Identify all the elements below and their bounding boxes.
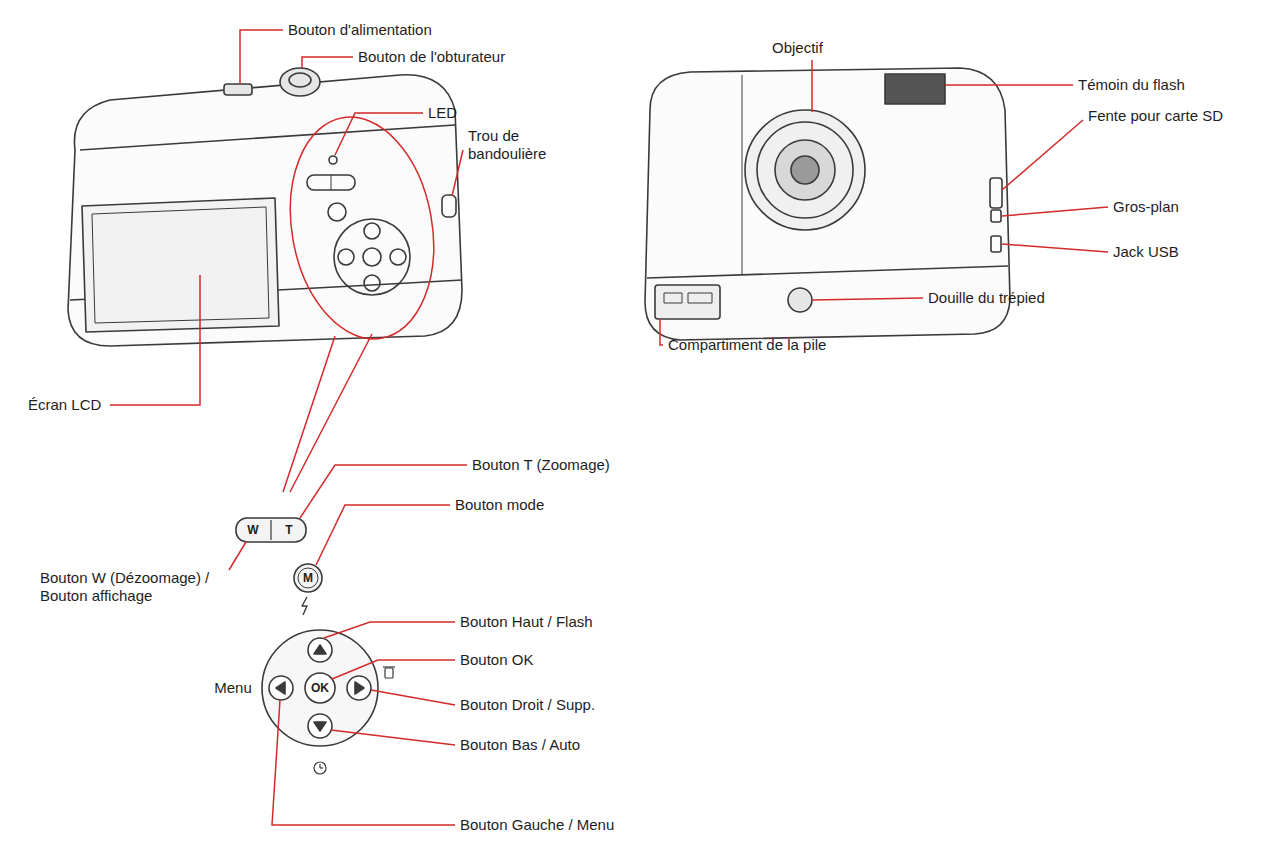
flash-icon <box>302 597 307 615</box>
part-label: LED <box>428 104 457 122</box>
part-label: Menu <box>214 679 252 697</box>
zoom-line <box>290 334 372 492</box>
leader-line <box>1002 244 1108 252</box>
flash-window <box>885 74 945 104</box>
leader-line <box>331 730 455 745</box>
part-label: Bouton Bas / Auto <box>460 736 580 754</box>
part-label: Bouton d'alimentation <box>288 21 432 39</box>
left-button <box>269 676 293 700</box>
camera-bottom-face <box>647 266 1008 278</box>
leader-line <box>316 505 450 565</box>
leader-line <box>812 298 923 300</box>
camera-top-edge <box>80 125 455 150</box>
leader-line <box>302 57 353 68</box>
leader-line <box>660 319 663 345</box>
part-label: Compartiment de la pile <box>668 336 826 354</box>
dpad <box>262 630 378 746</box>
camera-body <box>68 75 462 346</box>
wt-buttons-small <box>307 175 355 190</box>
leader-line <box>811 60 813 112</box>
lcd-inner <box>92 207 269 323</box>
dpad-small <box>334 219 410 295</box>
part-label: Bouton mode <box>455 496 544 514</box>
part-label: Trou de bandoulière <box>468 127 564 163</box>
ok-button <box>305 673 335 703</box>
shutter-button-top <box>289 73 311 87</box>
leader-line <box>324 622 455 638</box>
wt-buttons <box>236 518 306 542</box>
macro-switch <box>991 210 1001 222</box>
strap-hole <box>442 195 456 217</box>
leader-line <box>1002 207 1108 216</box>
part-label: Bouton OK <box>460 651 533 669</box>
part-label: Témoin du flash <box>1078 76 1185 94</box>
part-label: Gros-plan <box>1113 198 1179 216</box>
button-key: W <box>247 523 258 537</box>
part-label: Bouton Haut / Flash <box>460 613 593 631</box>
lcd-screen <box>82 198 279 332</box>
leader-line <box>371 690 455 705</box>
mode-button <box>294 564 322 592</box>
leader-line <box>272 700 455 825</box>
timer-icon <box>314 762 326 774</box>
part-label: Bouton T (Zoomage) <box>472 456 610 474</box>
part-label: Bouton W (Dézoomage) / Bouton affichage <box>40 569 218 605</box>
part-label: Fente pour carte SD <box>1088 107 1223 125</box>
lens <box>745 110 865 230</box>
part-label: Douille du trépied <box>928 289 1045 307</box>
battery-door <box>655 285 720 319</box>
leader-line <box>335 113 423 155</box>
led <box>329 156 337 164</box>
tripod-socket <box>788 288 812 312</box>
leader-line <box>945 84 1073 86</box>
power-button <box>224 84 252 95</box>
button-key: OK <box>311 681 329 695</box>
part-label: Bouton Gauche / Menu <box>460 816 614 834</box>
shutter-button <box>280 68 320 96</box>
leader-line <box>452 150 463 196</box>
trash-icon <box>383 667 395 678</box>
sd-slot <box>990 178 1002 208</box>
part-label: Jack USB <box>1113 243 1179 261</box>
button-key: M <box>303 571 313 585</box>
part-label: Écran LCD <box>28 396 101 414</box>
down-button <box>308 714 332 738</box>
button-key: T <box>285 523 292 537</box>
up-button <box>308 638 332 662</box>
highlight-ring <box>274 106 451 351</box>
right-button <box>347 676 371 700</box>
leader-line <box>229 542 246 570</box>
usb-jack <box>991 236 1001 252</box>
zoom-line <box>283 336 335 492</box>
leader-line <box>332 660 455 679</box>
leader-line <box>110 275 200 405</box>
part-label: Bouton Droit / Supp. <box>460 696 595 714</box>
leader-line <box>300 465 467 518</box>
leader-line <box>1002 120 1083 190</box>
part-label: Bouton de l'obturateur <box>358 48 505 66</box>
part-label: Objectif <box>772 39 823 57</box>
mode-button-small <box>328 203 346 221</box>
leader-line <box>240 30 283 84</box>
